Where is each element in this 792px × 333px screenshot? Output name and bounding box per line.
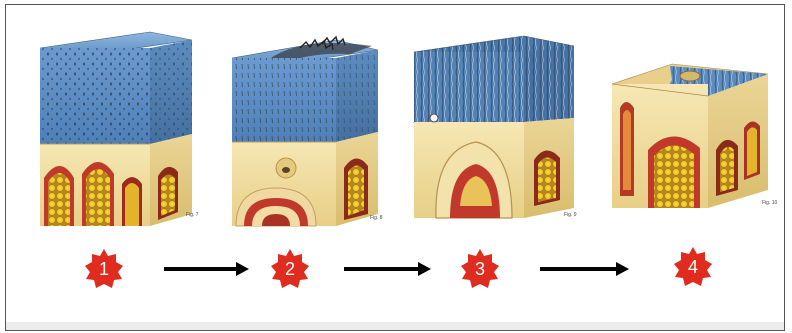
panel-4-block-illustration: [612, 64, 768, 208]
arrow-right-icon: [162, 260, 250, 278]
panel-3-block-illustration: [414, 36, 574, 218]
step-badge-2: 2: [269, 248, 311, 290]
step-number: 4: [672, 246, 714, 288]
panel-2-block-illustration: [232, 37, 378, 226]
panel-3-caption: Fig. 9: [564, 212, 577, 218]
step-badge-1: 1: [83, 248, 125, 290]
step-number: 2: [269, 248, 311, 290]
step-number: 3: [459, 248, 501, 290]
step-badge-3: 3: [459, 248, 501, 290]
panel-4-caption: Fig. 10: [762, 200, 777, 206]
panel-1-block-illustration: [40, 32, 192, 226]
panel-1-caption: Fig. 7: [186, 212, 199, 218]
arrow-right-icon: [342, 260, 432, 278]
arrow-right-icon: [538, 260, 630, 278]
step-number: 1: [83, 248, 125, 290]
step-badge-4: 4: [672, 246, 714, 288]
panel-2-caption: Fig. 8: [370, 215, 383, 221]
